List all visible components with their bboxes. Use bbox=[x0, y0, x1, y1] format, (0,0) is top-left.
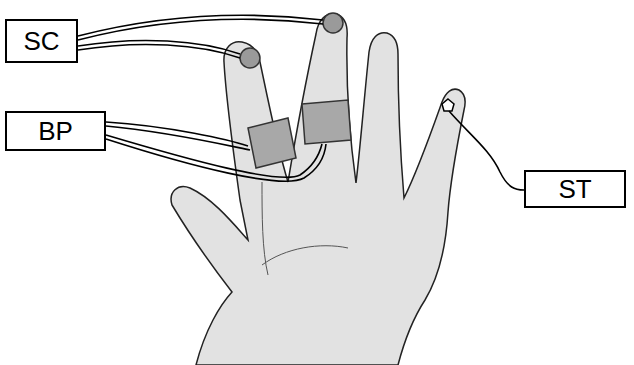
wire bbox=[106, 135, 322, 177]
sc-wires bbox=[78, 15, 323, 58]
signal-box: ST bbox=[524, 170, 626, 208]
skin-conductance-electrode bbox=[323, 13, 343, 33]
hand-outline bbox=[171, 14, 465, 365]
wire bbox=[449, 111, 524, 190]
signal-box: SC bbox=[5, 19, 78, 63]
wire bbox=[106, 122, 248, 146]
pressure-cuff bbox=[302, 100, 351, 144]
bp-wires bbox=[106, 122, 326, 181]
palm-crease bbox=[262, 246, 348, 265]
signal-name: SC bbox=[23, 28, 59, 54]
signal-name: ST bbox=[558, 176, 591, 202]
wire bbox=[106, 139, 326, 181]
wire bbox=[78, 15, 323, 36]
wire bbox=[78, 44, 240, 58]
pressure-cuff bbox=[248, 118, 296, 168]
wire bbox=[78, 19, 323, 40]
signal-box: BP bbox=[5, 111, 106, 151]
signal-name: BP bbox=[38, 118, 73, 144]
skin-conductance-electrode bbox=[240, 48, 260, 68]
temperature-sensor bbox=[442, 99, 454, 111]
